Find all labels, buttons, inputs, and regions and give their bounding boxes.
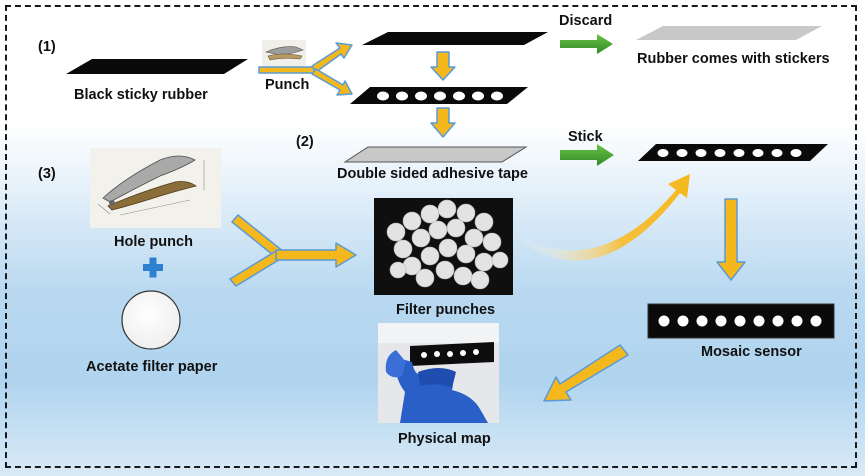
filter-punches-label: Filter punches — [396, 302, 496, 318]
mosaic-sensor-label: Mosaic sensor — [701, 344, 802, 360]
filter-punches-photo — [374, 198, 513, 295]
acetate-filter-paper-label: Acetate filter paper — [86, 359, 218, 375]
black-sticky-rubber-label: Black sticky rubber — [74, 87, 208, 103]
rubber-sticker-sheet — [636, 26, 822, 40]
punch-split-arrow — [258, 42, 353, 96]
down-arrow-2 — [430, 107, 456, 138]
rubber-sheet-top — [362, 32, 548, 45]
merge-arrow — [229, 214, 357, 287]
hole-punch-photo-large — [90, 148, 221, 228]
stuck-rubber-strip — [638, 144, 828, 161]
discard-label: Discard — [559, 13, 613, 29]
discard-arrow — [560, 34, 613, 54]
black-rubber-sheet — [66, 59, 248, 74]
stick-label: Stick — [568, 129, 603, 145]
double-sided-tape-label: Double sided adhesive tape — [337, 166, 528, 182]
dashed-frame — [5, 5, 857, 468]
double-sided-tape-sheet — [343, 146, 528, 163]
step-3-label: (3) — [38, 166, 56, 182]
punch-label: Punch — [265, 77, 310, 93]
plus-icon — [143, 257, 163, 278]
hole-punch-label: Hole punch — [114, 234, 193, 250]
curved-arrow — [520, 174, 690, 261]
physical-map-photo — [378, 323, 499, 423]
down-arrow-1 — [430, 51, 456, 81]
hole-punch-photo-small — [262, 40, 306, 66]
step-2-label: (2) — [296, 134, 314, 150]
acetate-filter-paper-disc — [121, 290, 181, 350]
down-arrow-3 — [716, 198, 746, 281]
mosaic-sensor-strip — [647, 303, 835, 339]
step-1-label: (1) — [38, 39, 56, 55]
stick-arrow — [560, 144, 614, 166]
punched-rubber-strip — [350, 87, 528, 104]
physical-map-label: Physical map — [398, 431, 491, 447]
rubber-with-stickers-label: Rubber comes with stickers — [637, 51, 830, 67]
down-left-arrow — [543, 344, 629, 402]
